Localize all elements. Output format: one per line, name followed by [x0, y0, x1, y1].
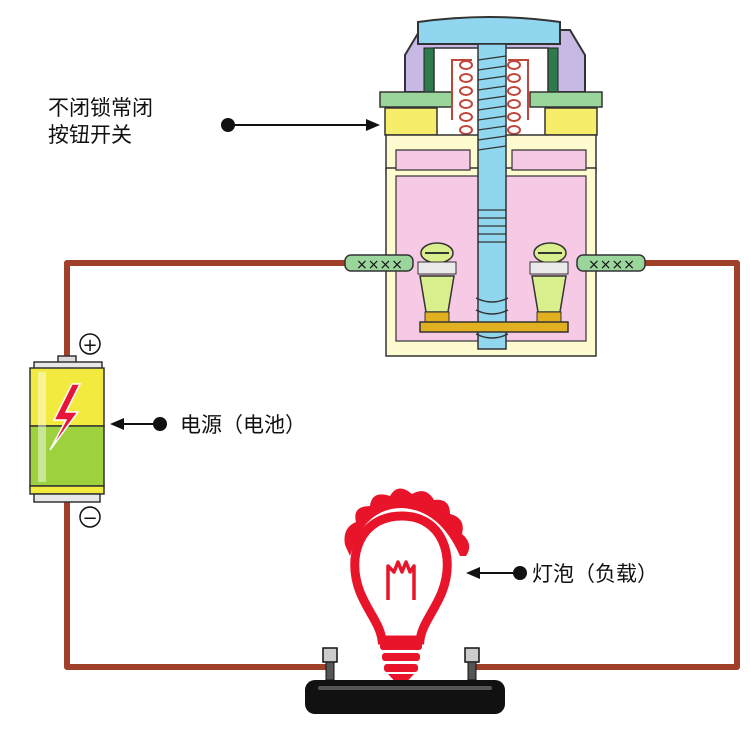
battery-label: 电源（电池）	[180, 413, 306, 437]
battery-pointer-arrow	[110, 417, 167, 431]
lamp-holder	[305, 647, 505, 714]
switch-shoulder	[395, 149, 471, 171]
switch-green-plate-left	[379, 91, 453, 108]
light-bulb	[344, 488, 470, 688]
plunger-shaft	[477, 43, 507, 350]
bulb-glass	[350, 511, 452, 645]
switch-pointer-arrow	[221, 118, 380, 132]
battery-highlight	[38, 372, 46, 482]
svg-text:××××: ××××	[588, 257, 635, 273]
plunger-threads	[477, 55, 507, 243]
spring-icon	[451, 59, 529, 135]
switch-yellow-plate-right	[544, 107, 598, 136]
bulb-rays	[344, 488, 470, 556]
terminal-screw-left	[417, 242, 457, 323]
switch-shoulder-right	[511, 149, 587, 171]
holder-screw-left	[322, 647, 338, 681]
switch-yellow-plate-left	[384, 107, 438, 136]
switch-label-line1: 不闭锁常闭	[48, 96, 153, 120]
bulb-pointer-arrow	[466, 566, 527, 580]
battery-plus-symbol: +	[79, 333, 101, 356]
switch-green-plate-right	[529, 91, 603, 108]
battery-minus-symbol: −	[79, 506, 101, 529]
holder-screw-right	[464, 647, 480, 681]
wire-right	[472, 260, 740, 670]
wire-terminal-left: ××××	[344, 254, 414, 273]
svg-text:+: +	[82, 335, 97, 356]
lamp-holder-highlight	[318, 686, 492, 690]
lamp-holder-base	[305, 680, 505, 714]
wire-left	[64, 260, 345, 670]
plunger-head	[417, 16, 561, 45]
bulb-filament	[386, 560, 416, 600]
battery-foot	[33, 493, 101, 503]
wire-terminal-right: ××××	[576, 254, 646, 273]
battery	[29, 355, 105, 503]
bulb-label: 灯泡（负载）	[532, 562, 658, 586]
switch-label-line2: 按钮开关	[48, 123, 132, 147]
svg-text:−: −	[82, 508, 97, 529]
svg-text:××××: ××××	[356, 257, 403, 273]
battery-band	[29, 485, 105, 495]
push-button-switch: ×××× ××××	[344, 16, 646, 357]
terminal-screw-right	[529, 242, 569, 323]
contact-bar	[419, 321, 569, 333]
lightning-bolt-icon	[49, 383, 82, 451]
